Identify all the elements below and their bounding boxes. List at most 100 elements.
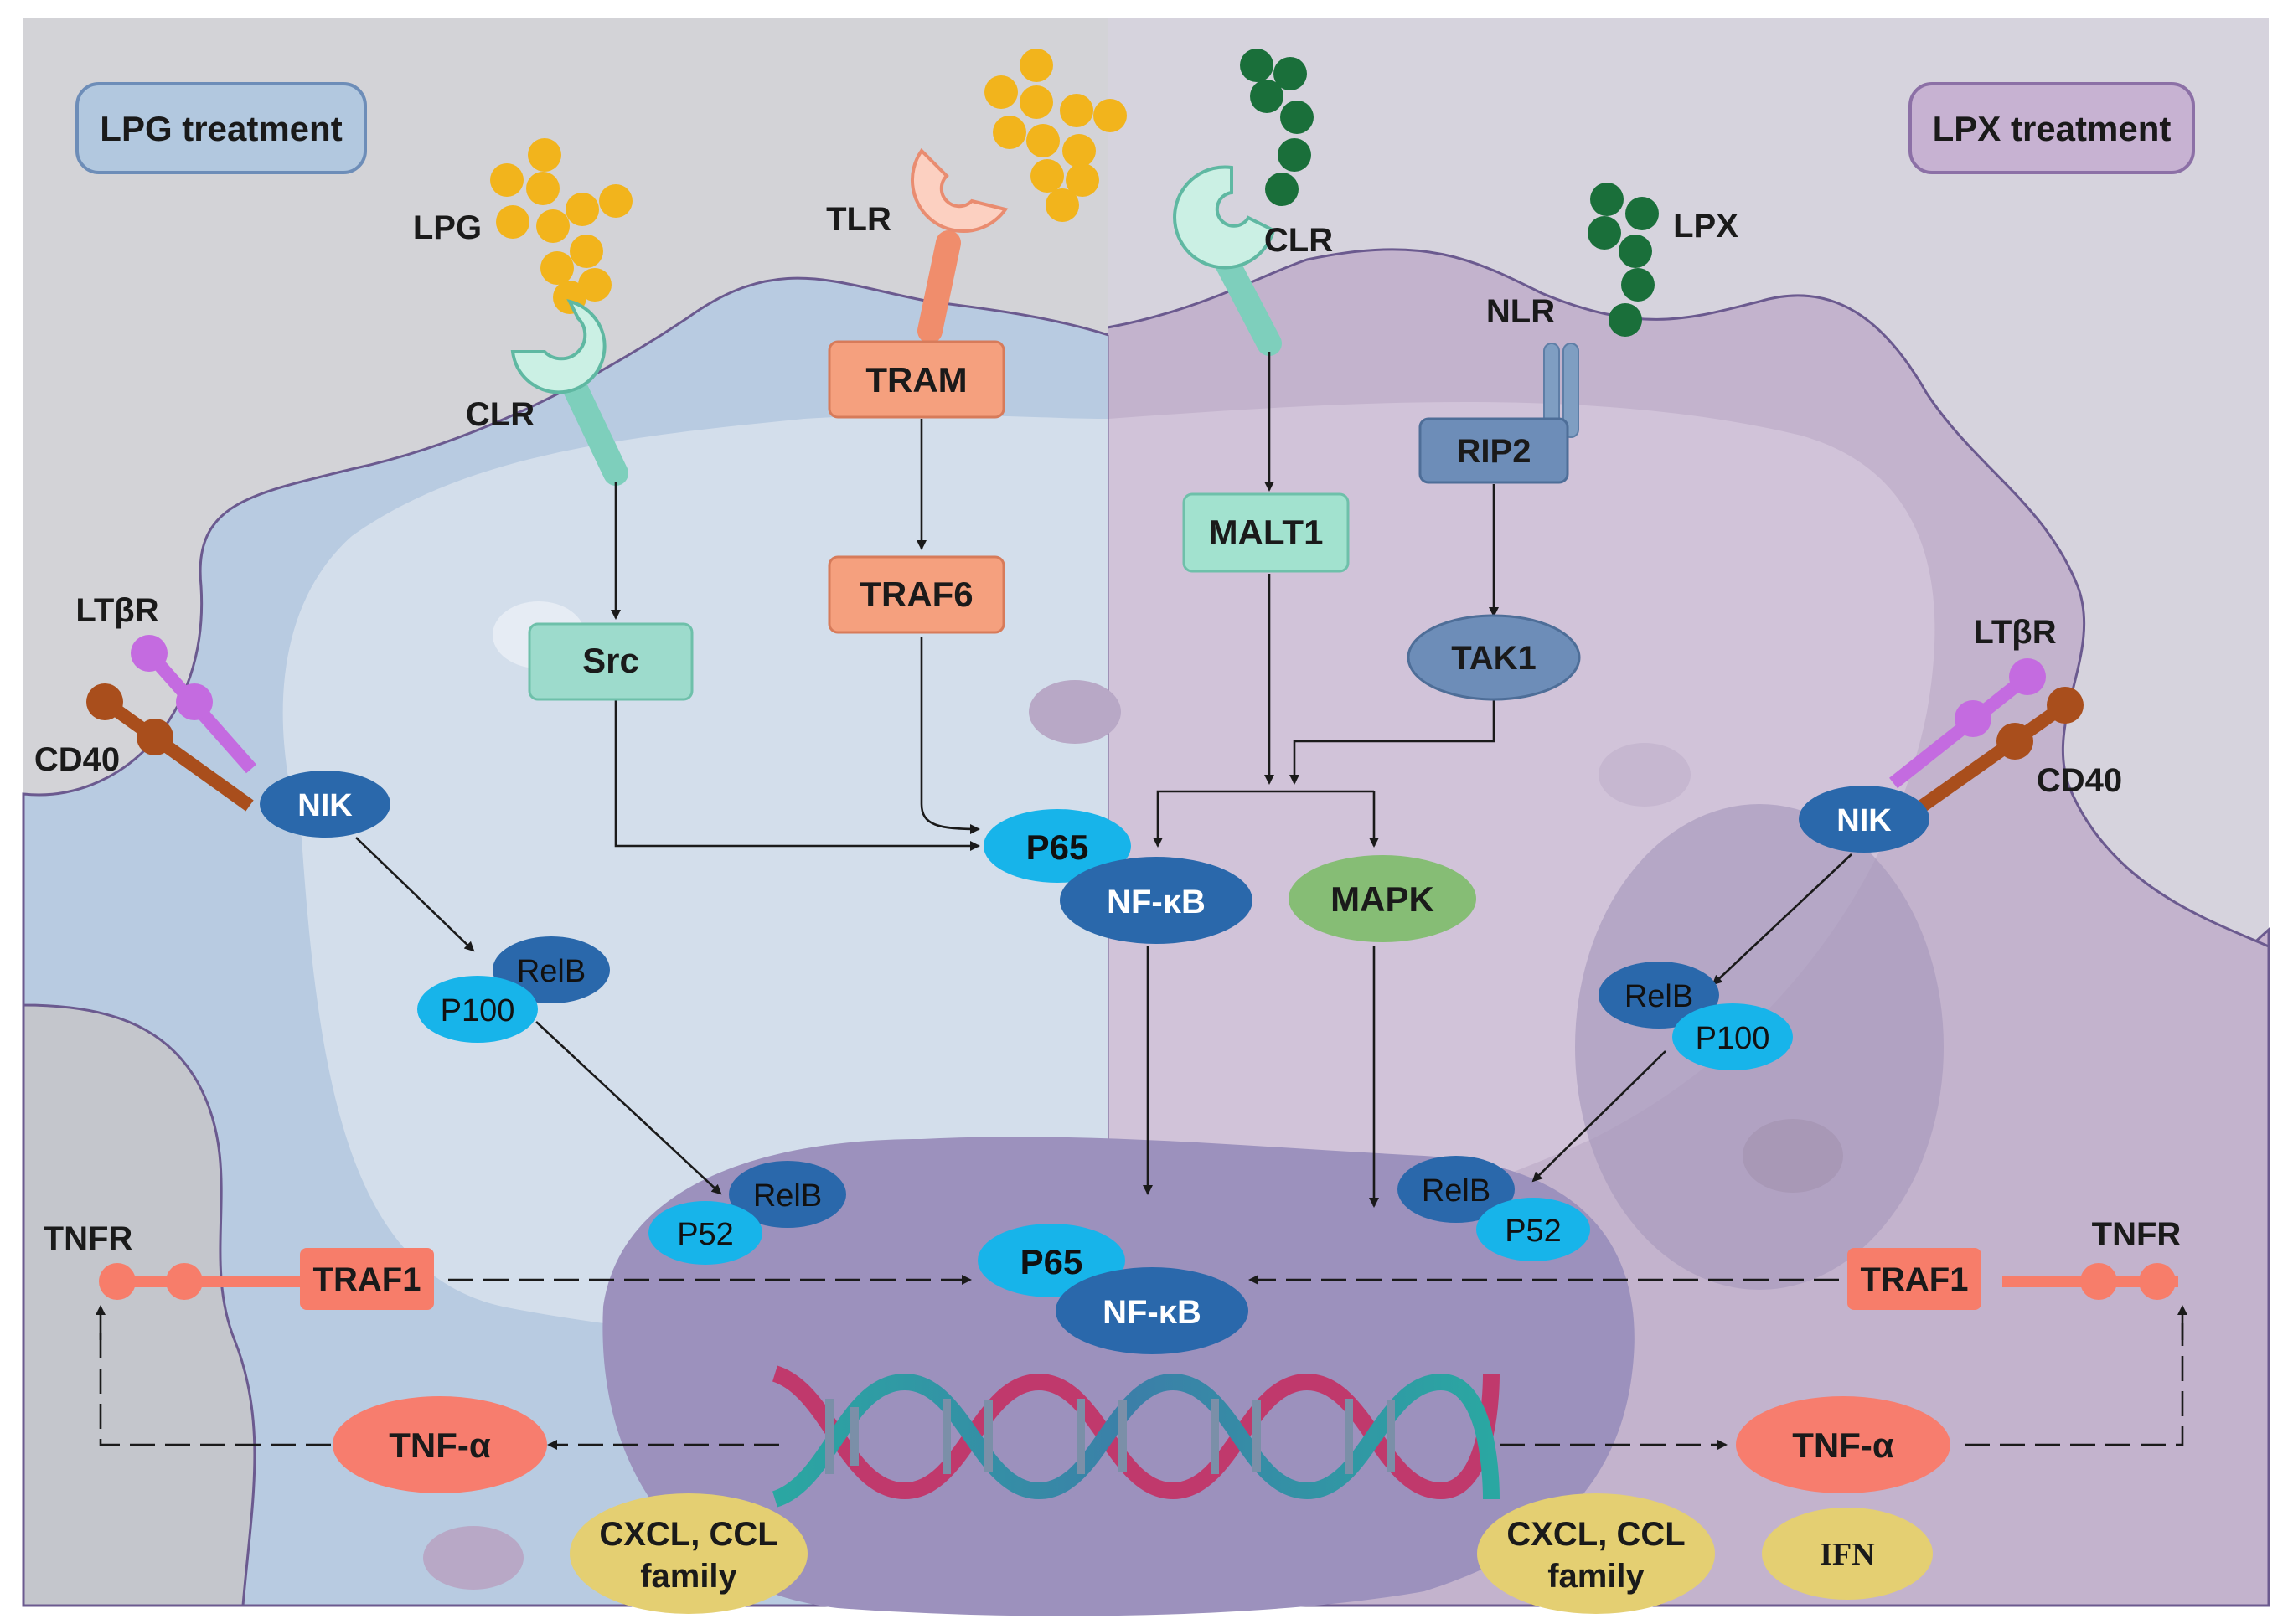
traf6-label: TRAF6	[860, 575, 973, 614]
tnfr-left-label: TNFR	[44, 1220, 133, 1257]
tak1-label: TAK1	[1451, 640, 1536, 677]
rip2-node	[1418, 417, 1569, 484]
arrow-tak1-to-junction	[1289, 699, 1495, 785]
vesicle-3	[1599, 743, 1691, 807]
arrow-p100-left-to-p52	[535, 1021, 722, 1195]
tlr-receptor	[910, 147, 1009, 343]
traf1-right-node	[1847, 1248, 1981, 1310]
p65-bottom-label: P65	[1020, 1242, 1083, 1281]
p52-right-node	[1476, 1198, 1590, 1261]
nfkb-top-label: NF-κB	[1107, 884, 1206, 920]
ltbr-left-receptor	[131, 635, 256, 774]
clr-left-receptor	[510, 298, 628, 486]
cxcl-right-label-line1: CXCL, CCL	[1506, 1516, 1685, 1553]
cxcl-left-label-line1: CXCL, CCL	[599, 1516, 777, 1553]
mapk-label: MAPK	[1330, 879, 1434, 919]
tak1-node	[1407, 614, 1581, 701]
nucleus	[602, 1137, 1635, 1616]
malt1-label: MALT1	[1209, 513, 1324, 552]
lpx-treatment-tag	[1908, 82, 2195, 174]
ifn-node	[1762, 1508, 1933, 1600]
p52-left-node	[648, 1201, 762, 1265]
relb-right-top-label: RelB	[1624, 979, 1693, 1014]
tnfa-left-node	[333, 1396, 547, 1493]
tram-node	[828, 340, 1005, 419]
lpg-label: LPG	[413, 209, 482, 246]
nfkb-top-node	[1060, 857, 1252, 944]
tnfr-left-receptor	[99, 1263, 302, 1300]
arrow-traf6-to-p65	[920, 637, 980, 834]
dash-tnfa-right-to-tnfr	[1965, 1323, 2184, 1446]
lpx-ligand-cluster	[1588, 183, 1659, 337]
cxcl-left-label-line2: family	[640, 1558, 737, 1595]
p65-top-label: P65	[1026, 827, 1089, 867]
tlr-label: TLR	[826, 201, 891, 238]
lpg-ligand-cluster-tlr	[984, 49, 1127, 222]
nik-left-node	[260, 771, 390, 838]
lpx-label: LPX	[1673, 208, 1738, 245]
cd40-right-receptor	[1919, 687, 2084, 812]
arrow-nik-left-to-relb	[355, 837, 475, 952]
arrow-nik-right-to-relb	[1712, 853, 1852, 986]
tram-label: TRAM	[865, 360, 967, 400]
clr-right-receptor	[1173, 165, 1282, 356]
traf1-left-label: TRAF1	[313, 1261, 421, 1298]
mapk-node	[1289, 855, 1476, 942]
ltbr-left-label: LTβR	[75, 592, 158, 629]
rip2-label: RIP2	[1457, 433, 1531, 470]
arrow-p100-right-to-p52	[1531, 1050, 1666, 1183]
lpx-treatment-label: LPX treatment	[1933, 109, 2172, 148]
p100-left-node	[417, 976, 538, 1043]
nik-right-node	[1799, 786, 1929, 853]
nik-left-label: NIK	[297, 788, 353, 823]
p52-left-label: P52	[677, 1217, 734, 1252]
ifn-label: IFN	[1820, 1537, 1874, 1572]
cxcl-right-node	[1477, 1493, 1715, 1614]
p100-left-label: P100	[441, 993, 515, 1029]
ltbr-right-label: LTβR	[1973, 614, 2056, 651]
cd40-right-label: CD40	[2037, 762, 2122, 799]
relb-left-bottom-node	[729, 1161, 846, 1228]
tnfr-right-receptor	[2002, 1263, 2178, 1300]
traf6-node	[828, 555, 1005, 634]
lpg-treatment-label: LPG treatment	[100, 109, 342, 148]
dash-tnfa-left-to-tnfr	[99, 1323, 331, 1446]
relb-left-top-label: RelB	[517, 954, 586, 989]
lpg-ligand-cluster	[490, 138, 633, 314]
ltbr-right-receptor	[1889, 658, 2046, 789]
relb-right-bottom-node	[1397, 1156, 1515, 1223]
tnfa-left-label: TNF-α	[389, 1426, 491, 1465]
lpg-treatment-tag	[75, 82, 367, 174]
relb-right-bottom-label: RelB	[1422, 1173, 1490, 1209]
clr-right-label: CLR	[1264, 222, 1333, 259]
tnfr-right-label: TNFR	[2092, 1216, 2182, 1253]
cxcl-right-label-line2: family	[1547, 1558, 1645, 1595]
p100-right-label: P100	[1696, 1021, 1770, 1056]
nlr-label: NLR	[1486, 293, 1555, 330]
malt1-node	[1182, 492, 1350, 573]
clr-left-label: CLR	[466, 396, 535, 433]
dna-helix	[772, 1365, 1500, 1508]
arrow-src-to-p65	[614, 699, 980, 851]
traf1-right-label: TRAF1	[1861, 1261, 1969, 1298]
cd40-left-label: CD40	[34, 741, 120, 778]
p65-top-node	[984, 809, 1131, 883]
tnfa-right-label: TNF-α	[1792, 1426, 1894, 1465]
src-label: Src	[582, 641, 639, 680]
nfkb-bottom-node	[1056, 1267, 1248, 1354]
nik-right-label: NIK	[1836, 803, 1892, 838]
lpx-ligand-cluster-top	[1240, 49, 1314, 206]
p100-right-node	[1672, 1003, 1793, 1070]
p52-right-label: P52	[1505, 1214, 1562, 1249]
vesicle-2	[1029, 680, 1121, 744]
cytoplasm-left	[282, 415, 1108, 1342]
vesicle-5	[1743, 1119, 1843, 1193]
tnfa-right-node	[1736, 1396, 1950, 1493]
vesicle-4	[423, 1526, 524, 1590]
cd40-left-receptor	[86, 683, 254, 812]
relb-left-bottom-label: RelB	[753, 1178, 822, 1214]
cxcl-left-node	[570, 1493, 808, 1614]
relb-right-top-node	[1599, 962, 1719, 1029]
